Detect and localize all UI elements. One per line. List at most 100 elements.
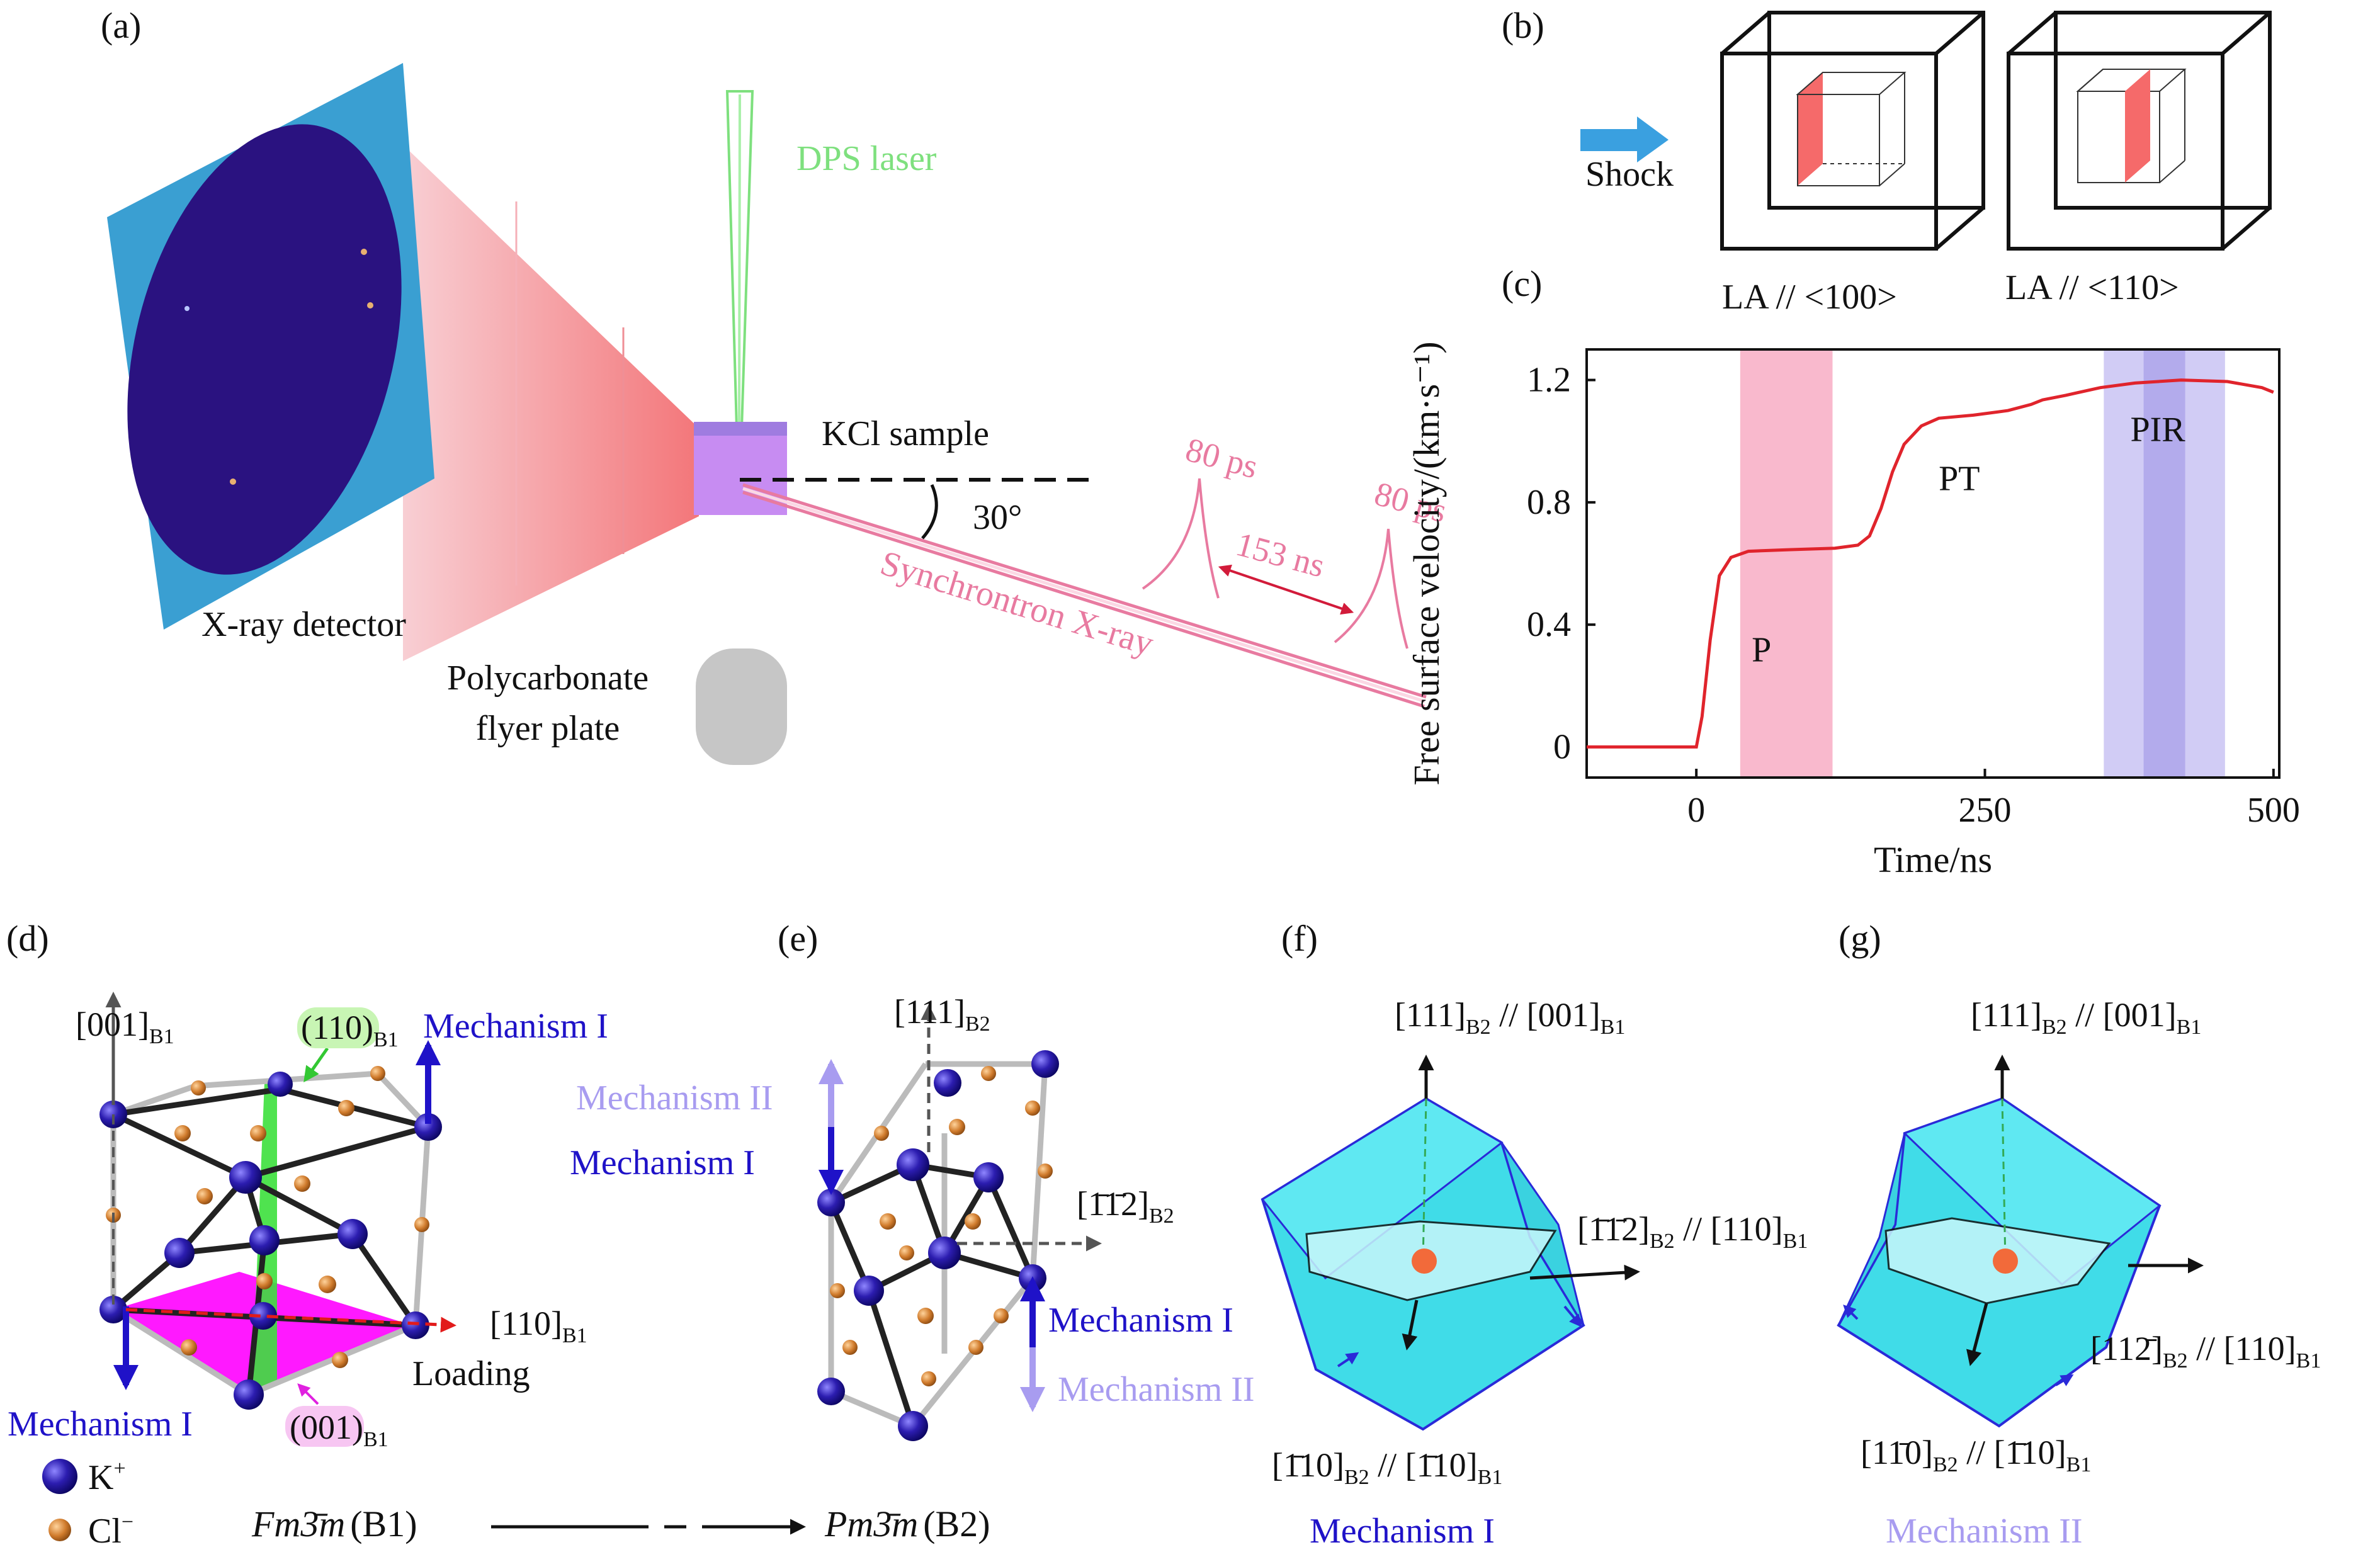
x-tick-label: 500: [2247, 791, 2300, 830]
mech2-label-right: Mechanism II: [1058, 1370, 1255, 1409]
diffraction-spot: [230, 478, 236, 485]
axis-001-label: [001]B1: [76, 1005, 174, 1048]
plane-110-highlight: [297, 1007, 379, 1048]
xray-beam-core: [742, 487, 1425, 703]
mech1-label-bottom: Mechanism I: [8, 1405, 193, 1444]
plane-001-highlight: [285, 1406, 364, 1447]
cube-la-100: [1720, 11, 1985, 251]
b1-ions: [99, 1066, 442, 1410]
axis-top-f: [111]B2 // [001]B1: [1395, 996, 1625, 1039]
axis-112-arrow-f: [1529, 1264, 1640, 1281]
x-axis-label: Time/ns: [1874, 839, 1992, 880]
axis-110-arrow-f: [1402, 1299, 1419, 1350]
legend-cl-icon: [48, 1519, 71, 1541]
mech2-label-left: Mechanism II: [576, 1079, 773, 1118]
mech-arrow: [1337, 1352, 1359, 1367]
annotation-pir: PIR: [2131, 410, 2186, 450]
flyer-plate: [696, 648, 787, 765]
plane-001-label: (001)B1: [290, 1408, 388, 1451]
mech1-label-left: Mechanism I: [570, 1143, 755, 1182]
panel-c-label: (c): [1502, 263, 1542, 304]
panel-d: (d): [6, 918, 806, 1551]
mech1-label-top: Mechanism I: [423, 1007, 608, 1046]
sample-label: KCl sample: [822, 414, 989, 453]
y-tick-label: 0.4: [1527, 605, 1571, 644]
flyer-label-line2: flyer plate: [476, 709, 620, 748]
pulse-2: [1334, 528, 1408, 649]
diffraction-spot: [184, 306, 190, 311]
cube-1-label: LA // <100>: [1722, 278, 1897, 317]
space-group-b2: Pm3̄m(B2): [824, 1503, 990, 1544]
panel-a: (a) X-ray detector DPS laser KCl sample …: [101, 5, 1451, 765]
axis-bottom-g: [11̄0]B2 // [1̄10]B1: [1861, 1434, 2091, 1476]
mech1-label-right: Mechanism I: [1048, 1301, 1233, 1340]
legend-cl-label: Cl−: [88, 1510, 133, 1551]
panel-a-label: (a): [101, 5, 141, 46]
angle-arc: [921, 484, 938, 540]
center-atom: [1412, 1248, 1437, 1274]
diffraction-spot: [367, 302, 373, 309]
axis-112-label: [1̄1̄2]B2: [1077, 1185, 1174, 1228]
shock-label: Shock: [1585, 155, 1674, 194]
diffraction-spot: [361, 249, 367, 255]
mechanism-g: Mechanism II: [1886, 1512, 2083, 1551]
legend-k-icon: [42, 1459, 77, 1494]
axis-110-arrow: [125, 1308, 456, 1333]
x-tick-label: 0: [1687, 791, 1705, 830]
pulse-separation-arrow: [1218, 564, 1354, 615]
annotation-p: P: [1752, 630, 1771, 669]
hidden-edge: [2001, 1098, 2007, 1263]
panel-f: (f) [111]B2 // [001]B1 [1̄1̄2]B2 // [110…: [1261, 918, 1808, 1551]
shock-arrow-icon: [1580, 116, 1669, 162]
center-atom: [1993, 1248, 2018, 1274]
y-tick-label: 1.2: [1527, 361, 1571, 400]
plane-110-pointer: [303, 1047, 329, 1083]
annotation-pt: PT: [1939, 459, 1980, 498]
axis-111-label: [111]B2: [894, 993, 990, 1036]
mech-arrow: [1563, 1305, 1582, 1328]
velocity-curve: [1587, 378, 2274, 749]
axis-right-f: [1̄1̄2]B2 // [110]B1: [1577, 1210, 1808, 1253]
axis-110-arrow-g: [1966, 1303, 1988, 1366]
detector-disc: [127, 124, 402, 575]
angle-label: 30°: [973, 498, 1022, 537]
kcl-sample-top: [694, 422, 787, 436]
x-tick-label: 250: [1959, 791, 2012, 830]
band-p: [1740, 349, 1833, 778]
kcl-sample: [694, 422, 787, 515]
band-pir-core: [2143, 349, 2185, 778]
pulse-1-label: 80 ps: [1182, 431, 1262, 486]
axis-top-g: [111]B2 // [001]B1: [1971, 996, 2201, 1039]
xray-beam-edge: [742, 483, 1427, 699]
panel-f-label: (f): [1281, 918, 1318, 959]
y-tick-label: 0: [1553, 727, 1571, 766]
cube-2-label: LA // <110>: [2005, 268, 2179, 307]
axis-110-label: [110]B1: [490, 1305, 587, 1347]
axis-right-g: [112̄]B2 // [110]B1: [2090, 1330, 2321, 1373]
flyer-label-line1: Polycarbonate: [447, 659, 649, 698]
hidden-edge: [1422, 1098, 1427, 1263]
dps-laser-core: [738, 94, 741, 429]
mechanism-f: Mechanism I: [1310, 1512, 1495, 1551]
y-tick-label: 0.8: [1527, 483, 1571, 522]
panel-e-label: (e): [778, 918, 818, 959]
xray-beam-edge: [742, 490, 1425, 708]
panel-g: (g) [111]B2 // [001]B1 [112̄]B2 // [110]…: [1837, 918, 2321, 1551]
panel-d-label: (d): [6, 918, 49, 959]
dps-laser-label: DPS laser: [796, 139, 937, 178]
axis-bottom-f: [1̄10]B2 // [1̄10]B1: [1272, 1446, 1502, 1489]
loading-label: Loading: [412, 1354, 530, 1393]
plot-frame: [1585, 348, 2281, 779]
plane-001-pointer: [297, 1383, 319, 1405]
space-group-b1: Fm3̄m(B1): [251, 1503, 417, 1544]
mech-arrow: [1843, 1305, 1859, 1320]
panel-b-label: (b): [1502, 5, 1544, 46]
detector-label: X-ray detector: [201, 605, 406, 644]
panel-g-label: (g): [1839, 918, 1881, 959]
cube-la-110: [2007, 11, 2272, 251]
legend-k-label: K+: [88, 1457, 126, 1497]
diffraction-cone: [403, 145, 699, 661]
y-axis-label: Free surface velocity/(km·s⁻¹): [1406, 341, 1447, 785]
